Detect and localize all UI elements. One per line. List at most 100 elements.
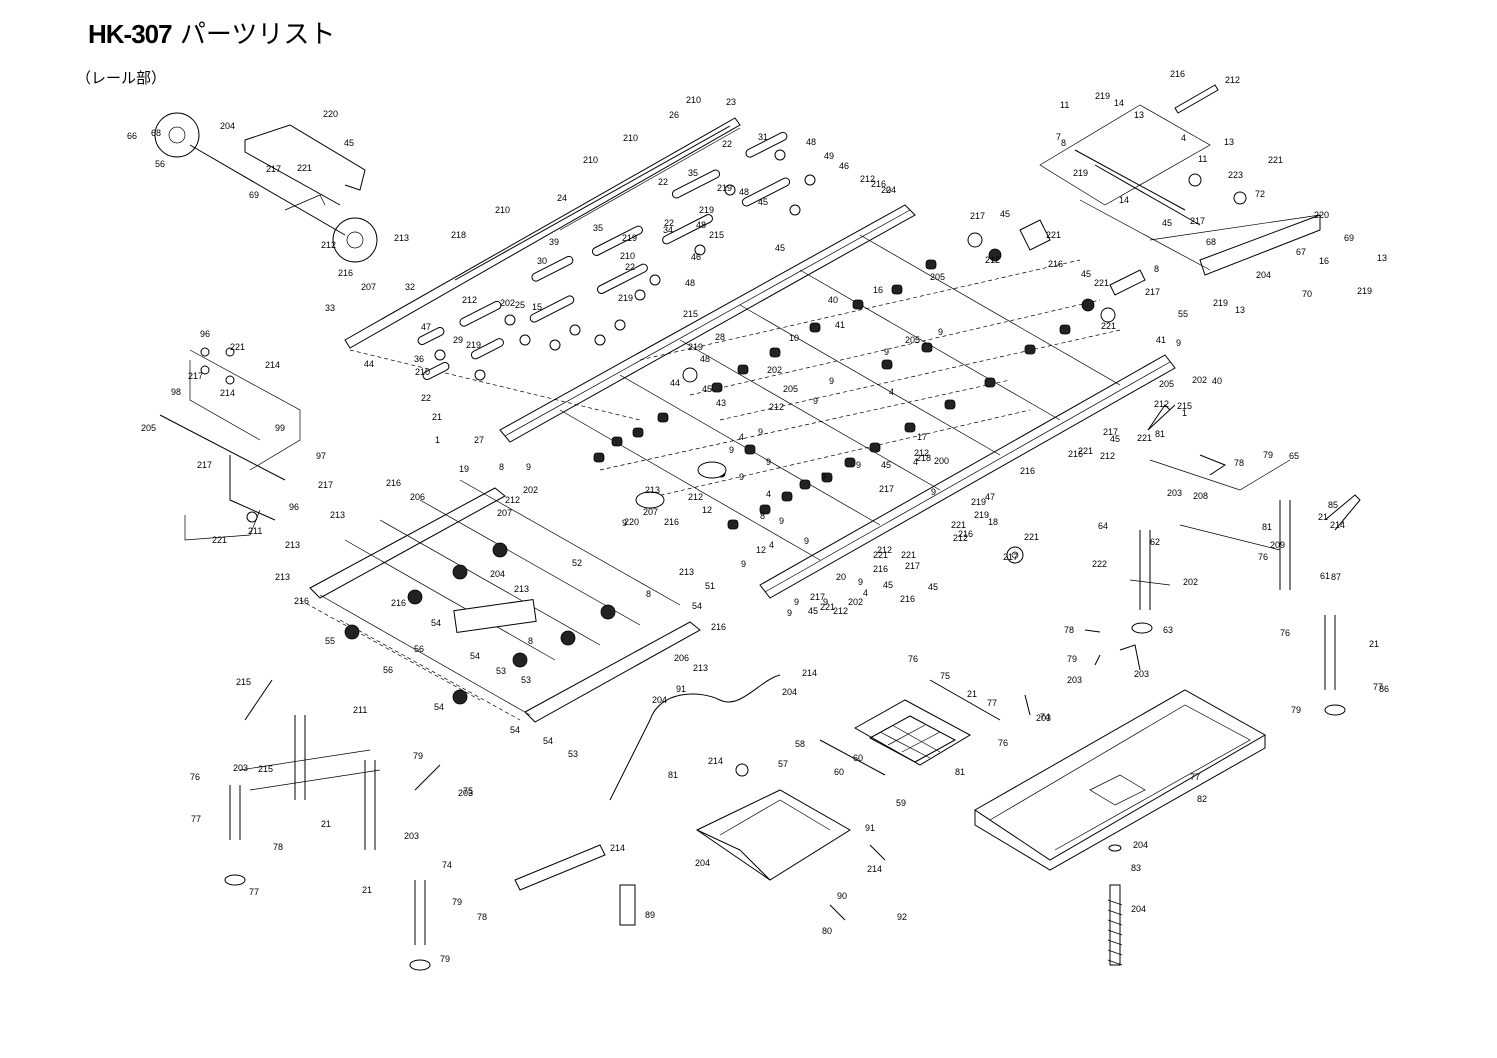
callout-label: 45 <box>775 243 785 253</box>
callout-label: 202 <box>500 298 515 308</box>
callout-label: 48 <box>806 137 816 147</box>
section-title: （レール部） <box>76 69 167 87</box>
callout-label: 96 <box>289 502 299 512</box>
belt-icon <box>417 326 445 346</box>
callout-label: 55 <box>325 636 335 646</box>
callout-label: 212 <box>877 545 892 555</box>
callout-label: 65 <box>1289 451 1299 461</box>
callout-label: 217 <box>197 460 212 470</box>
callout-label: 91 <box>676 684 686 694</box>
bolt-icon <box>1006 546 1024 564</box>
roller-icon <box>737 364 749 375</box>
callout-label: 204 <box>881 185 896 195</box>
callout-label: 216 <box>294 596 309 606</box>
upper-slide-rails <box>344 117 741 421</box>
callout-label: 214 <box>867 864 882 874</box>
callout-label: 54 <box>510 725 520 735</box>
callout-label: 74 <box>442 860 452 870</box>
pulley-icon <box>474 369 486 381</box>
callout-label: 22 <box>664 218 674 228</box>
callout-label: 221 <box>1024 532 1039 542</box>
callout-label: 21 <box>321 819 331 829</box>
callout-label: 16 <box>1319 256 1329 266</box>
callout-label: 46 <box>691 252 701 262</box>
callout-label: 63 <box>1163 625 1173 635</box>
callout-label: 8 <box>760 511 765 521</box>
callout-label: 44 <box>364 359 374 369</box>
callout-label: 97 <box>316 451 326 461</box>
callout-label: 4 <box>766 489 771 499</box>
roller-icon <box>891 284 903 295</box>
callout-label: 79 <box>1291 705 1301 715</box>
callout-label: 76 <box>908 654 918 664</box>
spring-icon <box>1107 844 1123 966</box>
callout-label: 40 <box>828 295 838 305</box>
callout-label: 32 <box>405 282 415 292</box>
page-title: HK-307 パーツリスト <box>88 14 335 51</box>
callout-label: 213 <box>645 485 660 495</box>
callout-label: 45 <box>702 384 712 394</box>
callout-label: 56 <box>414 644 424 654</box>
callout-label: 210 <box>415 367 430 377</box>
callout-label: 214 <box>708 756 723 766</box>
callout-label: 4 <box>739 432 744 442</box>
right-top-assembly <box>967 84 1321 323</box>
callout-label: 76 <box>998 738 1008 748</box>
callout-label: 78 <box>1234 458 1244 468</box>
pulley-icon <box>344 624 360 640</box>
callout-label: 215 <box>709 230 724 240</box>
callout-label: 8 <box>1154 264 1159 274</box>
callout-label: 78 <box>273 842 283 852</box>
callout-label: 11 <box>1198 154 1207 164</box>
callout-label: 21 <box>1318 512 1328 522</box>
callout-label: 9 <box>741 559 746 569</box>
callout-label: 22 <box>625 262 635 272</box>
callout-label: 46 <box>839 161 849 171</box>
misc-parts <box>735 404 1171 921</box>
belt-icon <box>592 225 643 256</box>
callout-label: 219 <box>466 340 481 350</box>
pulley-icon <box>452 564 468 580</box>
main-rail-frame <box>499 204 1176 599</box>
callout-label: 76 <box>190 772 200 782</box>
callout-label: 48 <box>739 187 749 197</box>
callout-label: 219 <box>1073 168 1088 178</box>
callout-label: 35 <box>688 168 698 178</box>
callout-label: 9 <box>526 462 531 472</box>
bearing-cluster <box>434 149 816 383</box>
lower-frame <box>299 479 701 723</box>
callout-label: 9 <box>823 597 828 607</box>
callout-label: 54 <box>470 651 480 661</box>
callout-label: 217 <box>1145 287 1160 297</box>
callout-label: 215 <box>1177 401 1192 411</box>
callout-label: 216 <box>900 594 915 604</box>
callout-label: 24 <box>557 193 567 203</box>
callout-label: 56 <box>155 159 165 169</box>
callout-label: 200 <box>934 456 949 466</box>
callout-label: 48 <box>700 354 710 364</box>
callout-label: 9 <box>729 445 734 455</box>
callout-label: 212 <box>1225 75 1240 85</box>
callout-label: 216 <box>386 478 401 488</box>
callout-label: 204 <box>782 687 797 697</box>
pulley-icon <box>154 112 200 158</box>
callout-label: 221 <box>297 163 312 173</box>
roller-icon <box>984 377 996 388</box>
callout-label: 214 <box>802 668 817 678</box>
callout-label: 215 <box>258 764 273 774</box>
callout-label: 219 <box>971 497 986 507</box>
roller-icon <box>781 491 793 502</box>
pulley-icon <box>504 314 516 326</box>
callout-label: 221 <box>820 602 835 612</box>
callout-label: 9 <box>938 327 943 337</box>
callout-label: 58 <box>795 739 805 749</box>
callout-label: 203 <box>1134 669 1149 679</box>
callout-label: 27 <box>474 435 484 445</box>
belt-icon <box>741 177 791 207</box>
roller-icon <box>921 342 933 353</box>
pulley-icon <box>682 367 698 383</box>
callout-label: 54 <box>434 702 444 712</box>
callout-label: 204 <box>652 695 667 705</box>
callout-label: 210 <box>686 95 701 105</box>
callout-label: 72 <box>1255 189 1265 199</box>
